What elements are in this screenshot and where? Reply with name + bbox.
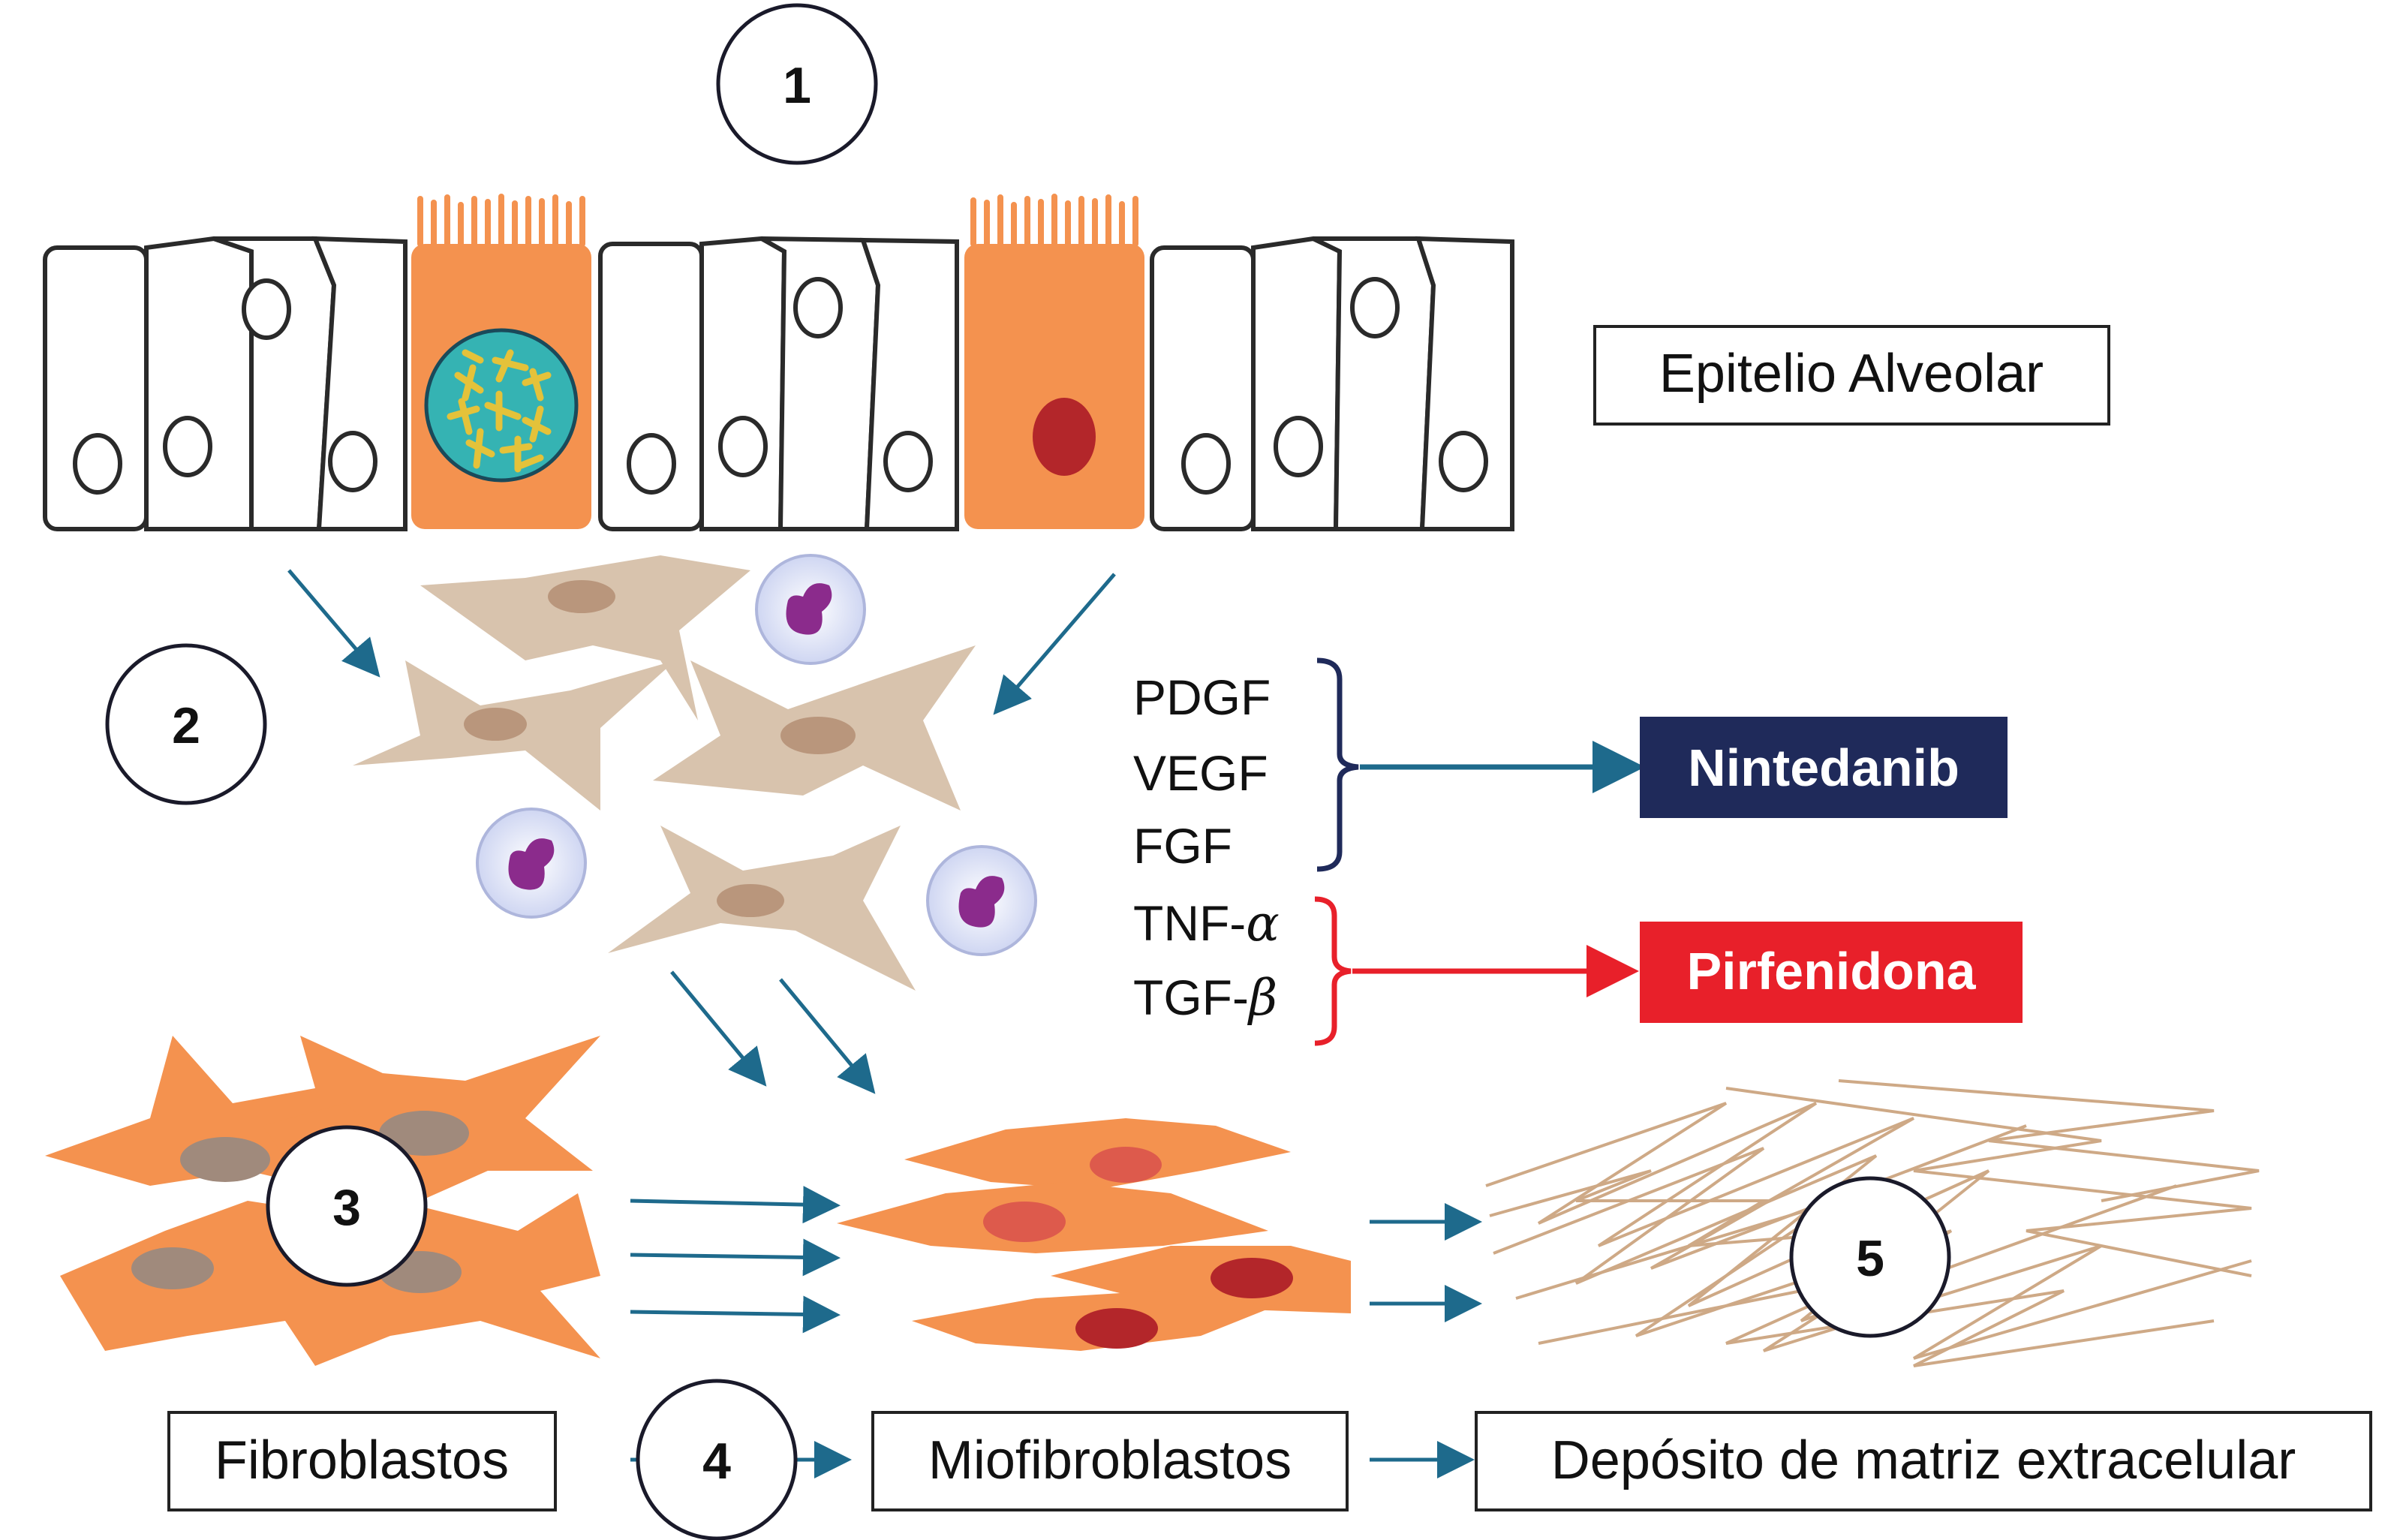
neutrophil [476,808,587,919]
step-circle-4: 4 [636,1379,798,1540]
step-number: 2 [172,697,200,754]
fibroblastos-label: Fibroblastos [215,1430,509,1490]
epithelial-cell [144,236,254,531]
epithelial-cell-injured [964,194,1144,529]
differentiation-arrows [630,1186,841,1334]
miofibroblastos-label: Miofibroblastos [928,1430,1292,1490]
epithelial-nucleus [73,433,122,495]
fibroblast-cluster [353,555,976,991]
epithelial-nucleus [1350,277,1400,338]
epithelial-nucleus [1274,416,1323,477]
epithelial-nucleus [627,433,676,495]
epithelial-nucleus [1439,431,1488,492]
fibroblast [420,555,750,720]
alveolar-epithelium [43,194,1514,531]
epitelio-label: Epitelio Alveolar [1659,344,2044,404]
epithelial-nucleus [163,416,212,477]
epithelial-nucleus [242,278,291,340]
bracket-pirfenidona [1314,896,1352,1046]
step-circle-3: 3 [266,1125,428,1287]
miofibroblastos-label-box: Miofibroblastos [871,1411,1349,1511]
step-number: 3 [332,1179,361,1236]
pirfenidona-badge: Pirfenidona [1640,922,2023,1023]
epitelio-label-box: Epitelio Alveolar [1593,325,2110,426]
myofibroblast-cluster [837,1118,1351,1351]
deposito-label-box: Depósito de matriz extracelular [1475,1411,2372,1511]
epithelial-cell-dividing [411,194,591,529]
step-circle-2: 2 [105,643,267,805]
fibroblastos-label-box: Fibroblastos [167,1411,557,1511]
step-number: 1 [783,57,811,114]
epithelium-signal-arrows [287,569,1116,1094]
mediator-vegf: VEGF [1133,745,1268,801]
pirfenidona-label: Pirfenidona [1686,942,1976,1000]
deposition-arrows [1370,1203,1482,1322]
step-number: 5 [1856,1230,1884,1287]
mediator-pdgf: PDGF [1133,669,1271,725]
epithelial-nucleus [1181,433,1231,495]
epithelial-nucleus [718,416,768,477]
epithelial-nucleus [883,431,933,492]
epithelial-cell [699,236,787,531]
step-circle-5: 5 [1789,1176,1951,1338]
bracket-nintedanib [1316,657,1359,872]
mediator-tnf: TNF-α [1133,895,1280,952]
epithelial-nucleus [328,431,377,492]
mediator-tgf: TGF-β [1133,969,1277,1027]
neutrophil [926,845,1037,956]
step-circle-1: 1 [716,3,878,165]
deposito-label: Depósito de matriz extracelular [1551,1430,2296,1490]
nintedanib-badge: Nintedanib [1640,717,2008,818]
epithelial-cell [1251,236,1343,531]
mediator-list: PDGF VEGF FGF TNF-α TGF-β [1133,669,1280,1027]
neutrophil [755,554,866,665]
epithelial-nucleus [793,277,843,338]
step-number: 4 [702,1433,731,1490]
nintedanib-label: Nintedanib [1688,738,1959,797]
mediator-fgf: FGF [1133,818,1232,874]
